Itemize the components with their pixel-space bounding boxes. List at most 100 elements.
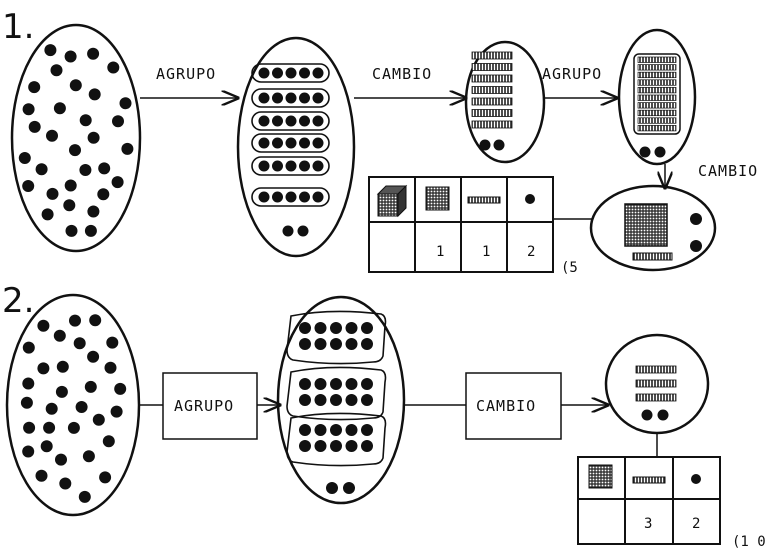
dot <box>346 378 358 390</box>
dot <box>346 338 358 350</box>
dot <box>655 147 666 158</box>
dot <box>299 338 311 350</box>
dot <box>55 454 67 466</box>
dot <box>79 164 91 176</box>
rod-icon-2 <box>633 477 665 483</box>
groups-of-ten-2 <box>287 311 386 494</box>
dot <box>272 138 283 149</box>
t1-cell-3: 1 <box>482 244 490 260</box>
rod-icon <box>468 197 500 203</box>
rod <box>636 394 676 401</box>
dot <box>272 192 283 203</box>
dot <box>286 138 297 149</box>
rod <box>638 72 676 78</box>
dot <box>89 88 101 100</box>
dot <box>272 93 283 104</box>
dot <box>87 351 99 363</box>
flat-square <box>625 204 667 246</box>
dot <box>120 97 132 109</box>
dot <box>79 491 91 503</box>
dot <box>111 406 123 418</box>
dot <box>42 208 54 220</box>
t2-cell-2: 3 <box>644 516 652 532</box>
dot <box>57 361 69 373</box>
dot <box>41 440 53 452</box>
rod <box>638 65 676 71</box>
dot <box>361 424 373 436</box>
section-2-number: 2. <box>2 281 34 321</box>
dot <box>313 116 324 127</box>
dot <box>330 440 342 452</box>
dot <box>69 315 81 327</box>
dot <box>21 397 33 409</box>
rod <box>638 110 676 116</box>
dot <box>330 394 342 406</box>
dot <box>330 322 342 334</box>
dot <box>69 144 81 156</box>
dot <box>346 440 358 452</box>
dot <box>299 378 311 390</box>
rod <box>472 52 512 59</box>
rods-1 <box>472 52 512 151</box>
rod <box>472 98 512 105</box>
rods-2 <box>638 57 676 158</box>
dot <box>51 64 63 76</box>
unit-icon-2 <box>691 474 701 484</box>
dot <box>85 381 97 393</box>
grouped-set-1 <box>238 38 354 256</box>
rod <box>636 380 676 387</box>
dot <box>259 138 270 149</box>
dot <box>46 130 58 142</box>
label-cambio-2: CAMBIO <box>698 162 758 180</box>
result2-unit-2 <box>658 410 669 421</box>
dot <box>299 138 310 149</box>
dot <box>283 226 294 237</box>
dot <box>76 401 88 413</box>
dot <box>103 435 115 447</box>
dot <box>85 225 97 237</box>
dot <box>259 192 270 203</box>
dot <box>65 180 77 192</box>
rod <box>472 75 512 82</box>
dot <box>112 176 124 188</box>
base-note-1: (5 <box>561 260 578 276</box>
dot <box>299 93 310 104</box>
dot <box>361 338 373 350</box>
dot <box>68 422 80 434</box>
dot <box>63 199 75 211</box>
dot <box>80 114 92 126</box>
place-value-table-2: 3 2 <box>578 457 720 544</box>
dot <box>315 338 327 350</box>
dot <box>97 188 109 200</box>
dot <box>66 225 78 237</box>
rod <box>638 95 676 101</box>
dot <box>361 394 373 406</box>
dot <box>28 81 40 93</box>
dot <box>259 116 270 127</box>
dot <box>44 44 56 56</box>
dot <box>112 115 124 127</box>
dot <box>286 116 297 127</box>
dot <box>313 93 324 104</box>
dot <box>259 161 270 172</box>
dot <box>87 206 99 218</box>
dot <box>23 342 35 354</box>
dot <box>330 424 342 436</box>
dot <box>54 330 66 342</box>
dot <box>74 337 86 349</box>
rod <box>638 57 676 63</box>
dot <box>37 362 49 374</box>
dot <box>36 163 48 175</box>
dot <box>106 337 118 349</box>
dot <box>346 424 358 436</box>
dot <box>286 93 297 104</box>
dot <box>361 378 373 390</box>
dot <box>23 422 35 434</box>
rods-3 <box>636 366 676 401</box>
group-outline <box>287 367 386 419</box>
set-dots-1 <box>19 44 134 237</box>
dot <box>299 161 310 172</box>
dot <box>346 322 358 334</box>
t1-cell-2: 1 <box>436 244 444 260</box>
dot <box>361 322 373 334</box>
